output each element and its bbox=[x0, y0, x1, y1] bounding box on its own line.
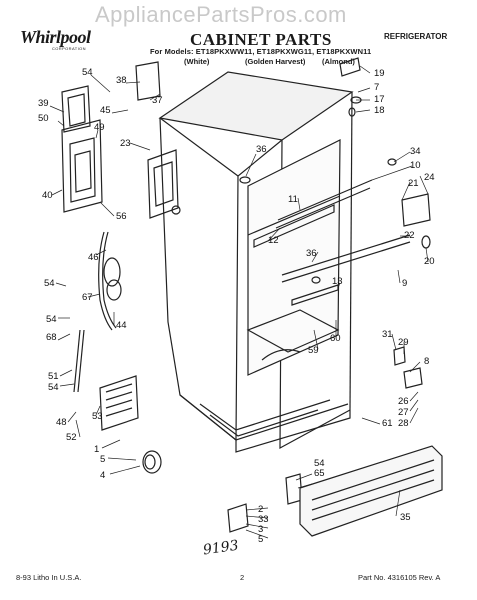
part-callout-5: 5 bbox=[100, 454, 105, 465]
part-callout-54: 54 bbox=[46, 314, 57, 325]
part-callout-35: 35 bbox=[400, 512, 411, 523]
part-callout-28: 28 bbox=[398, 418, 409, 429]
part-callout-60: 60 bbox=[330, 333, 341, 344]
color-label-almond: (Almond) bbox=[322, 57, 355, 66]
model-numbers: For Models: ET18PKXWW11, ET18PKXWG11, ET… bbox=[150, 47, 372, 56]
part-callout-54: 54 bbox=[82, 67, 93, 78]
part-callout-9: 9 bbox=[402, 278, 407, 289]
part-callout-26: 26 bbox=[398, 396, 409, 407]
part-callout-40: 40 bbox=[42, 190, 53, 201]
footer-page-number: 2 bbox=[240, 573, 245, 582]
part-callout-8: 8 bbox=[424, 356, 429, 367]
color-label-golden: (Golden Harvest) bbox=[245, 57, 306, 66]
part-callout-1: 1 bbox=[94, 444, 99, 455]
part-callout-18: 18 bbox=[374, 105, 385, 116]
footer-print-info: 8-93 Litho In U.S.A. bbox=[16, 573, 82, 582]
brand-logo-subtitle: CORPORATION bbox=[52, 46, 86, 51]
part-callout-67: 67 bbox=[82, 292, 93, 303]
part-callout-51: 51 bbox=[48, 371, 59, 382]
part-callout-4: 4 bbox=[100, 470, 105, 481]
part-callout-24: 24 bbox=[424, 172, 435, 183]
footer-part-number: Part No. 4316105 Rev. A bbox=[358, 573, 441, 582]
part-callout-56: 56 bbox=[116, 211, 127, 222]
part-callout-52: 52 bbox=[66, 432, 77, 443]
brand-logo: Whirlpool bbox=[20, 27, 91, 47]
leader-lines bbox=[49, 65, 429, 539]
part-callout-53: 53 bbox=[92, 411, 103, 422]
part-callout-19: 19 bbox=[374, 68, 385, 79]
part-callout-10: 10 bbox=[410, 160, 421, 171]
part-callout-17: 17 bbox=[374, 94, 385, 105]
part-callout-23: 23 bbox=[120, 138, 131, 149]
part-callout-68: 68 bbox=[46, 332, 57, 343]
part-callout-38: 38 bbox=[116, 75, 127, 86]
part-callout-48: 48 bbox=[56, 417, 67, 428]
part-callout-20: 20 bbox=[424, 256, 435, 267]
appliance-category: REFRIGERATOR bbox=[384, 32, 448, 41]
part-callout-54: 54 bbox=[44, 278, 55, 289]
part-callout-65: 65 bbox=[314, 468, 325, 479]
part-callout-33: 33 bbox=[258, 514, 269, 525]
color-label-white: (White) bbox=[184, 57, 210, 66]
part-callout-36: 36 bbox=[256, 144, 267, 155]
part-callout-2: 2 bbox=[258, 504, 263, 515]
part-callout-27: 27 bbox=[398, 407, 409, 418]
part-callout-54: 54 bbox=[314, 458, 325, 469]
part-callout-45: 45 bbox=[100, 105, 111, 116]
part-callout-31: 31 bbox=[382, 329, 393, 340]
part-callout-54: 54 bbox=[48, 382, 59, 393]
part-callout-39: 39 bbox=[38, 98, 49, 109]
part-callout-50: 50 bbox=[38, 113, 49, 124]
part-callout-34: 34 bbox=[410, 146, 421, 157]
part-callout-46: 46 bbox=[88, 252, 99, 263]
part-callout-5: 5 bbox=[258, 534, 263, 545]
cabinet-shell bbox=[61, 57, 443, 537]
part-callout-11: 11 bbox=[288, 194, 298, 205]
part-callout-13: 13 bbox=[332, 276, 343, 287]
part-callout-3: 3 bbox=[258, 524, 263, 535]
part-callout-44: 44 bbox=[116, 320, 127, 331]
part-callout-37: 37 bbox=[152, 95, 163, 106]
diagram-title: CABINET PARTS bbox=[190, 30, 332, 49]
part-callout-59: 59 bbox=[308, 345, 319, 356]
part-callout-49: 49 bbox=[94, 122, 105, 133]
part-callout-22: 22 bbox=[404, 230, 415, 241]
watermark: AppliancePartsPros.com bbox=[95, 2, 347, 27]
part-callout-21: 21 bbox=[408, 178, 419, 189]
part-callout-36: 36 bbox=[306, 248, 317, 259]
part-callout-12: 12 bbox=[268, 235, 279, 246]
part-callout-61: 61 bbox=[382, 418, 393, 429]
part-callout-7: 7 bbox=[374, 82, 379, 93]
part-callout-29: 29 bbox=[398, 337, 409, 348]
